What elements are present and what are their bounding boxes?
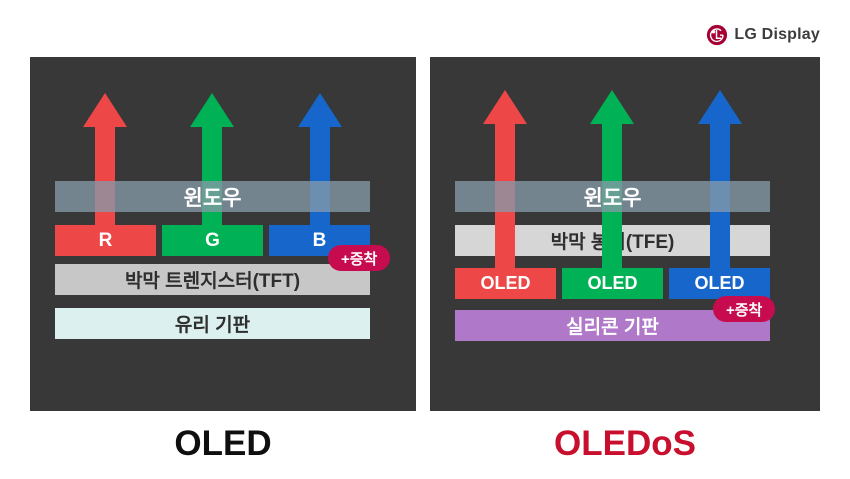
deposition-badge: +증착 [328, 245, 391, 271]
glass-substrate-bar: 유리 기판 [55, 308, 370, 339]
blue-light-arrow [698, 90, 742, 268]
arrow-head-icon [190, 93, 234, 127]
blue-oled-block: OLED [669, 268, 770, 299]
red-light-arrow [483, 90, 527, 268]
green-subpixel-block: G [162, 225, 263, 256]
oledos-panel: 윈도우 박막 봉지(TFE) OLED OLED OLED +증착 실리콘 기판 [430, 57, 820, 411]
tft-layer-bar: 박막 트렌지스터(TFT) [55, 264, 370, 295]
arrow-shaft [202, 127, 222, 230]
arrow-shaft [310, 127, 330, 230]
green-oled-block: OLED [562, 268, 663, 299]
arrow-head-icon [483, 90, 527, 124]
oledos-title: OLEDoS [554, 424, 696, 463]
arrow-head-icon [298, 93, 342, 127]
arrow-head-icon [590, 90, 634, 124]
oled-panel: 윈도우 R G B +증착 박막 트렌지스터(TFT) 유리 기판 [30, 57, 416, 411]
arrow-head-icon [83, 93, 127, 127]
red-subpixel-block: R [55, 225, 156, 256]
lg-display-logo: LG Display [706, 24, 820, 46]
red-oled-block: OLED [455, 268, 556, 299]
window-layer-bar: 윈도우 [55, 181, 370, 212]
window-layer-bar: 윈도우 [455, 181, 770, 212]
lg-logo-text: LG Display [734, 26, 820, 43]
lg-logo-icon [707, 24, 728, 46]
arrow-shaft [95, 127, 115, 230]
oled-title: OLED [174, 424, 272, 463]
arrow-head-icon [698, 90, 742, 124]
green-light-arrow [590, 90, 634, 268]
deposition-badge: +증착 [713, 296, 776, 322]
